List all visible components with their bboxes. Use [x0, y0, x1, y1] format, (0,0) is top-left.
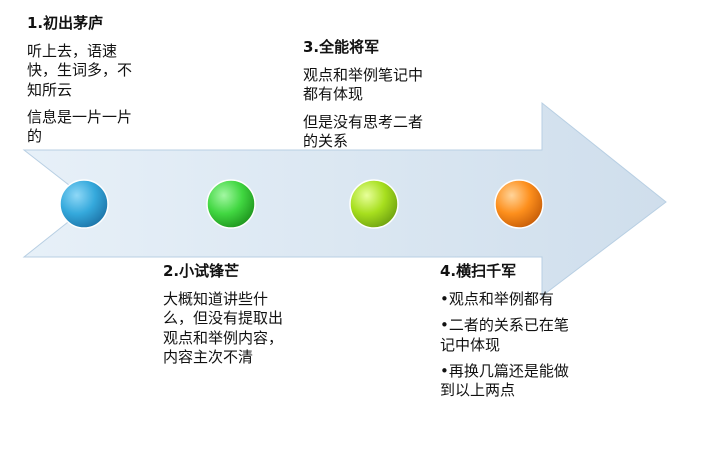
stage-1-paragraph-2: 信息是一片一片的: [27, 107, 133, 145]
stage-1-text-block: 1.初出茅庐 听上去，语速快，生词多，不知所云 信息是一片一片的: [27, 14, 143, 154]
stage-1-title: 1.初出茅庐: [27, 14, 104, 32]
stage-4-title: 4.横扫千军: [440, 262, 517, 280]
stage-1-paragraph-1: 听上去，语速快，生词多，不知所云: [27, 42, 133, 99]
stage-3-paragraph-1: 观点和举例笔记中都有体现: [303, 66, 424, 104]
stage-4-bullet-2: •二者的关系已在笔记中体现: [440, 316, 569, 354]
stage-3-paragraph-2: 但是没有思考二者的关系: [303, 112, 424, 150]
stage-2-text-block: 2.小试锋芒 大概知道讲些什么，但没有提取出观点和举例内容，内容主次不清: [163, 262, 291, 375]
stage-4-text-block: 4.横扫千军 •观点和举例都有 •二者的关系已在笔记中体现 •再换几篇还是能做到…: [440, 262, 572, 407]
stage-3-title: 3.全能将军: [303, 38, 380, 56]
stage-1-node: [59, 179, 109, 229]
stage-2-paragraph-1: 大概知道讲些什么，但没有提取出观点和举例内容，内容主次不清: [163, 290, 284, 366]
stage-3-node: [349, 179, 399, 229]
stage-4-bullet-3: •再换几篇还是能做到以上两点: [440, 361, 569, 399]
stage-2-title: 2.小试锋芒: [163, 262, 240, 280]
stage-3-text-block: 3.全能将军 观点和举例笔记中都有体现 但是没有思考二者的关系: [303, 38, 425, 159]
stage-2-node: [206, 179, 256, 229]
stage-4-bullet-1: •观点和举例都有: [440, 290, 554, 309]
stage-4-node: [494, 179, 544, 229]
